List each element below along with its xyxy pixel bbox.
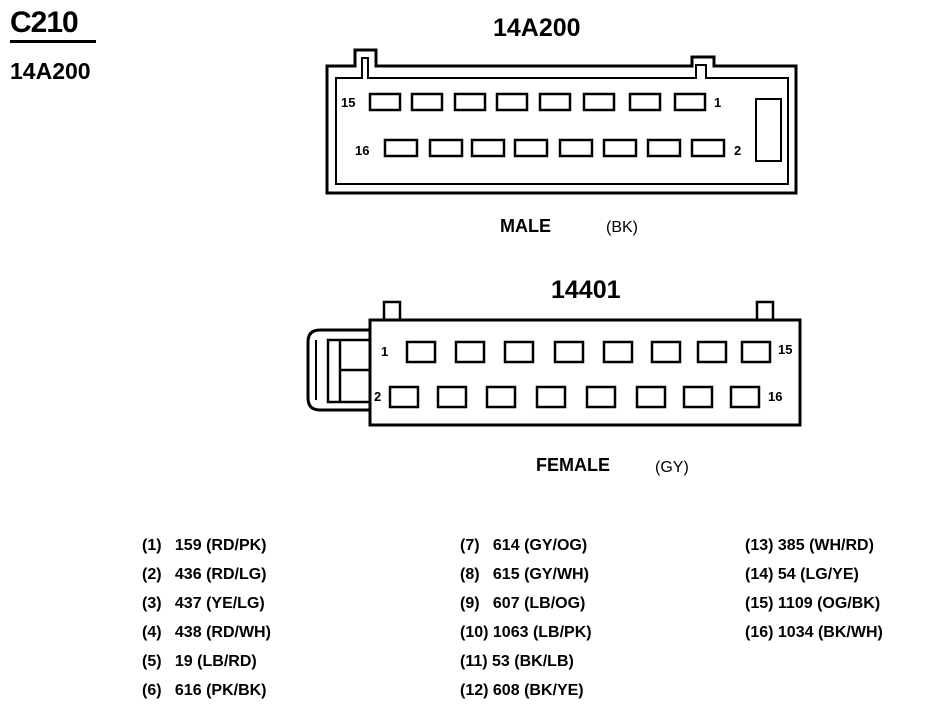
female-connector-housing — [306, 300, 802, 427]
wire-entry-7: (7) 614 (GY/OG) — [460, 537, 588, 554]
wire-entry-1: (1) 159 (RD/PK) — [142, 537, 267, 554]
wire-entry-13: (13) 385 (WH/RD) — [745, 537, 874, 554]
female-color-label: (GY) — [655, 459, 689, 476]
wire-entry-12: (12) 608 (BK/YE) — [460, 682, 584, 699]
male-connector-housing — [325, 48, 798, 195]
wire-entry-14: (14) 54 (LG/YE) — [745, 566, 859, 583]
male-gender-label: MALE — [500, 216, 551, 236]
wire-entry-15: (15) 1109 (OG/BK) — [745, 595, 881, 612]
female-gender-label: FEMALE — [536, 455, 610, 475]
wire-entry-4: (4) 438 (RD/WH) — [142, 624, 271, 641]
male-pin-label-15: 15 — [341, 95, 356, 110]
wire-entry-3: (3) 437 (YE/LG) — [142, 595, 265, 612]
female-pin-label-16: 16 — [768, 389, 783, 404]
male-pin-label-16: 16 — [355, 143, 370, 158]
female-top-row-pins — [405, 340, 772, 364]
male-top-row-pins — [368, 92, 707, 112]
connector-part-number: 14A200 — [10, 58, 91, 84]
connector-id: C210 — [10, 6, 79, 39]
female-part-number: 14401 — [551, 276, 621, 304]
female-bottom-row-pins — [388, 385, 761, 409]
female-pin-label-1: 1 — [381, 344, 389, 359]
wire-entry-10: (10) 1063 (LB/PK) — [460, 624, 592, 641]
wire-entry-11: (11) 53 (BK/LB) — [460, 653, 574, 670]
male-color-label: (BK) — [606, 219, 638, 236]
male-pin-label-2: 2 — [734, 143, 742, 158]
female-pin-label-15: 15 — [778, 342, 793, 357]
wire-entry-8: (8) 615 (GY/WH) — [460, 566, 589, 583]
female-pin-label-2: 2 — [374, 389, 382, 404]
wire-entry-2: (2) 436 (RD/LG) — [142, 566, 267, 583]
male-part-number: 14A200 — [493, 14, 581, 42]
male-pin-label-1: 1 — [714, 95, 722, 110]
wire-entry-16: (16) 1034 (BK/WH) — [745, 624, 883, 641]
wire-entry-9: (9) 607 (LB/OG) — [460, 595, 586, 612]
connector-id-underline — [10, 40, 96, 43]
wire-entry-5: (5) 19 (LB/RD) — [142, 653, 257, 670]
wire-entry-6: (6) 616 (PK/BK) — [142, 682, 267, 699]
male-bottom-row-pins — [383, 138, 726, 158]
